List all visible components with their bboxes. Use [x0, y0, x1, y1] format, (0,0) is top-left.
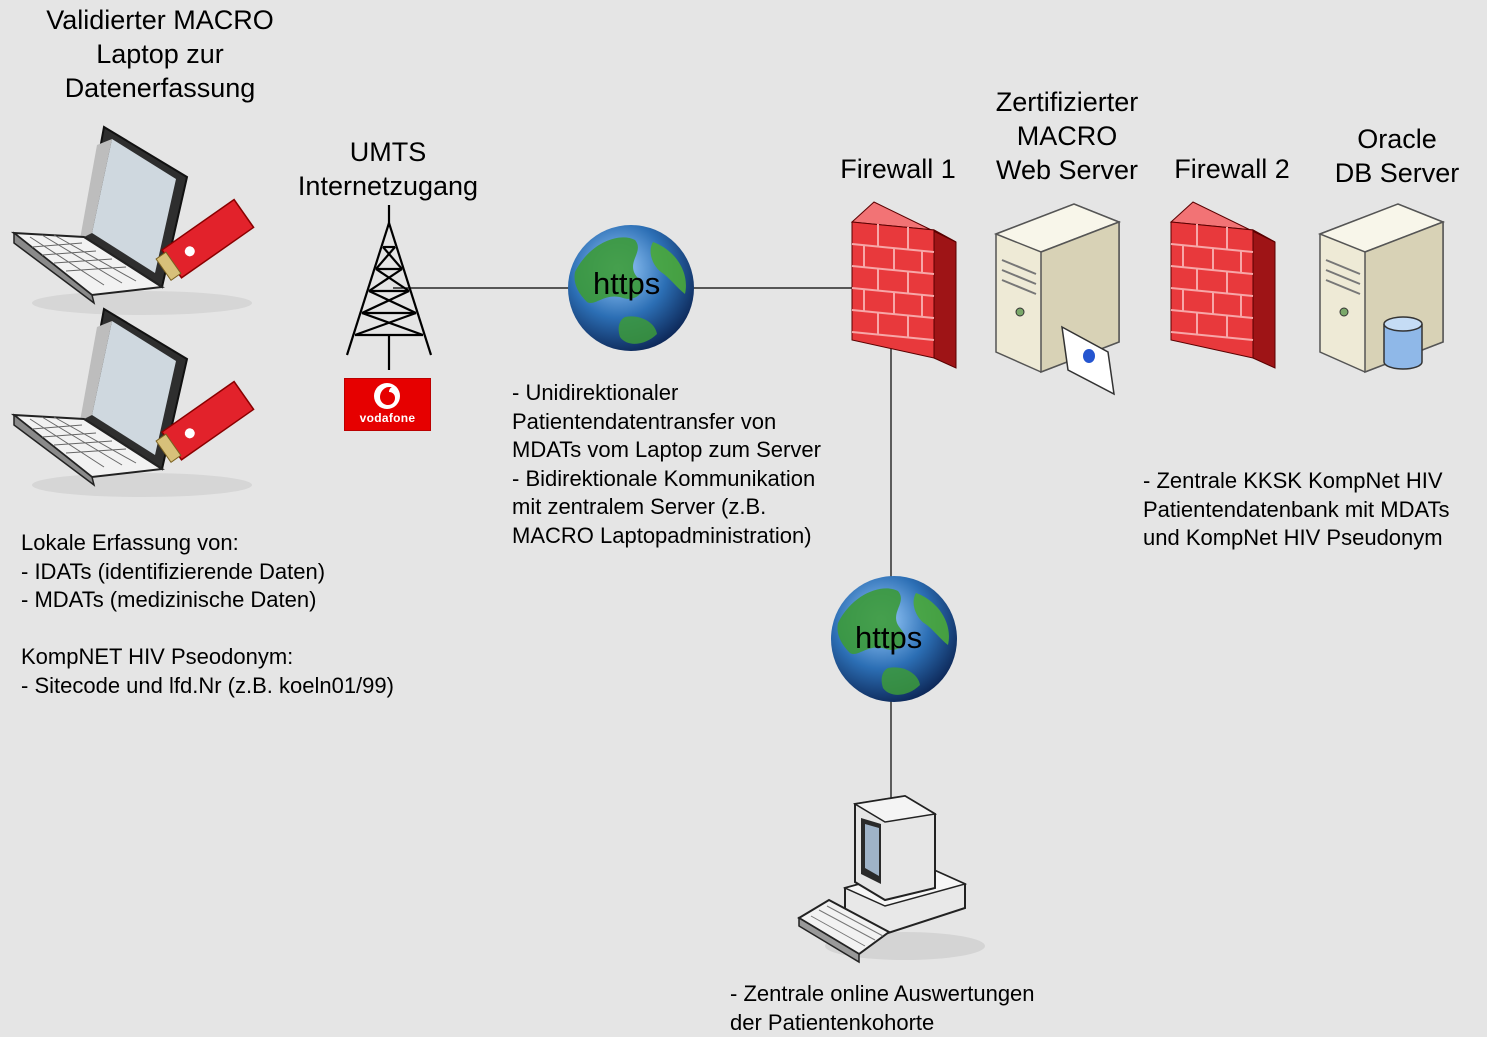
firewall-icon: [1169, 201, 1276, 369]
globe-icon: [831, 576, 957, 702]
laptop-icon: [10, 125, 255, 315]
database-server-icon: [1317, 203, 1446, 374]
vodafone-logo: vodafone: [344, 378, 431, 431]
vodafone-speechmark-icon: [374, 383, 400, 409]
local-capture-note: Lokale Erfassung von:- IDATs (identifizi…: [21, 530, 394, 698]
web-server-icon: [993, 203, 1122, 396]
https-label: https: [855, 620, 923, 655]
laptop-icon: [10, 307, 255, 497]
vodafone-logo-text: vodafone: [359, 411, 416, 425]
https-label: https: [593, 266, 661, 301]
firewall1-label: Firewall 1: [840, 154, 956, 184]
globe-icon: [568, 225, 694, 351]
firewall-icon: [850, 201, 957, 369]
firewall2-label: Firewall 2: [1174, 154, 1290, 184]
workstation-computer-icon: [797, 794, 985, 964]
antenna-tower-icon: [345, 205, 433, 370]
